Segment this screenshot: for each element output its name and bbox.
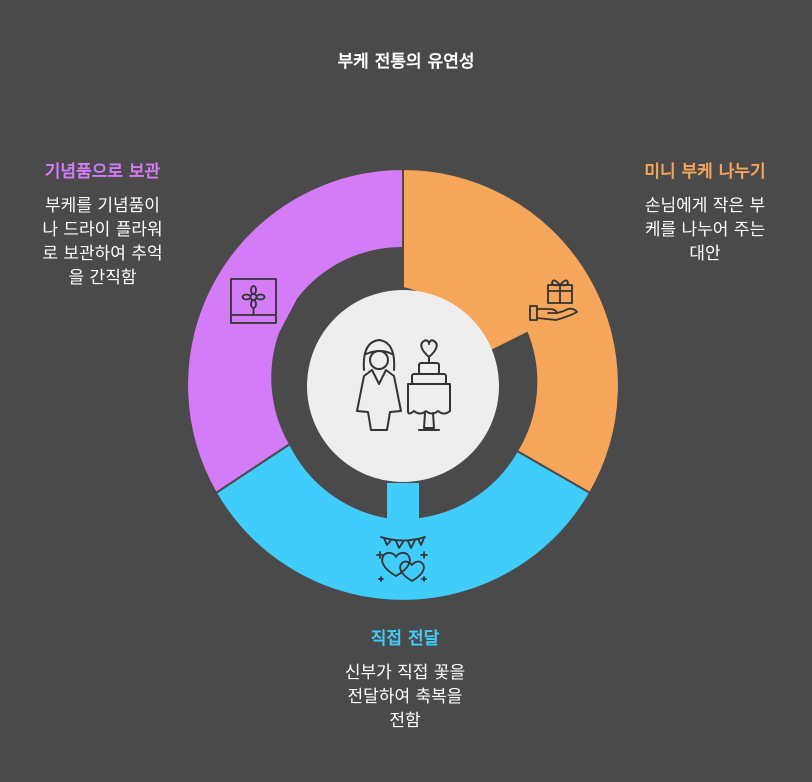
direct-description: 신부가 직접 꽃을 전달하여 축복을 전함 [300, 661, 510, 733]
bride-and-wedding-cake-icon [356, 339, 451, 431]
keepsake-description-line: 을 간직함 [68, 268, 137, 288]
keepsake-description-line: 부케를 기념품이 [45, 196, 160, 216]
mini-bouquet-description-line: 대안 [689, 244, 721, 264]
framed-flower-icon [230, 278, 277, 324]
keepsake-description-line: 나 드라이 플라워 [42, 220, 163, 240]
direct-heading: 직접 전달 [370, 629, 440, 649]
diagram-title: 부케 전통의 유연성 [337, 52, 475, 72]
center-circle [307, 290, 499, 482]
mini-bouquet-text-block: 미니 부케 나누기 손님에게 작은 부 케를 나누어 주는 대안 [615, 157, 795, 266]
mini-bouquet-description: 손님에게 작은 부 케를 나누어 주는 대안 [615, 194, 795, 266]
direct-text-block: 직접 전달 신부가 직접 꽃을 전달하여 축복을 전함 [300, 624, 510, 733]
direct-description-line: 신부가 직접 꽃을 [344, 663, 466, 683]
segment-keepsake [186, 167, 404, 495]
keepsake-description: 부케를 기념품이 나 드라이 플라워 로 보관하여 추억 을 간직함 [20, 194, 185, 290]
mini-bouquet-description-line: 케를 나누어 주는 [644, 220, 766, 240]
keepsake-description-line: 로 보관하여 추억 [42, 244, 163, 264]
mini-bouquet-description-line: 손님에게 작은 부 [644, 196, 766, 216]
keepsake-heading: 기념품으로 보관 [44, 162, 161, 182]
hearts-with-bunting-icon [376, 536, 428, 582]
direct-description-line: 전함 [389, 711, 421, 731]
segment-direct [214, 442, 592, 602]
gift-in-hand-icon [529, 279, 578, 321]
keepsake-text-block: 기념품으로 보관 부케를 기념품이 나 드라이 플라워 로 보관하여 추억 을 … [20, 157, 185, 290]
direct-description-line: 전달하여 축복을 [347, 687, 463, 707]
mini-bouquet-heading: 미니 부케 나누기 [644, 162, 766, 182]
